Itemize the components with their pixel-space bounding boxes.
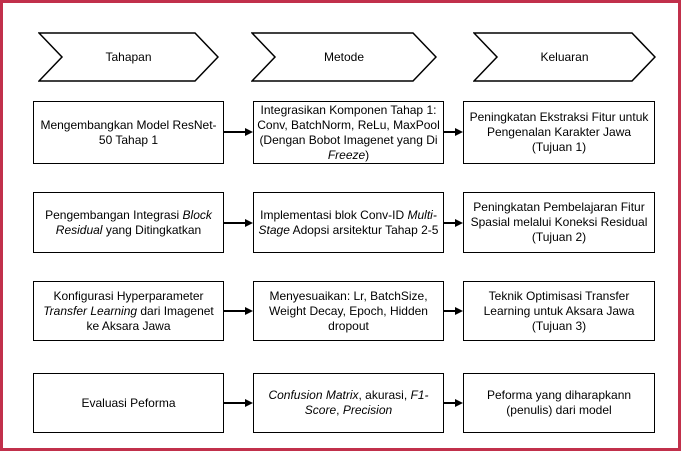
chevron-banner-icon xyxy=(473,32,656,82)
box-r4-keluaran: Peforma yang diharapkann (penulis) dari … xyxy=(463,373,655,433)
header-label-tahapan: Tahapan xyxy=(105,50,152,64)
chevron-banner-icon xyxy=(38,32,219,82)
arrow-r3-tahapan-to-metode xyxy=(224,306,253,316)
box-r4-tahapan: Evaluasi Peforma xyxy=(33,373,224,433)
chevron-banner-icon xyxy=(251,32,437,82)
arrow-r2-metode-to-keluaran xyxy=(444,218,463,228)
header-chevron-tahapan: Tahapan xyxy=(38,32,219,82)
arrow-r4-tahapan-to-metode xyxy=(224,398,253,408)
arrow-r3-metode-to-keluaran xyxy=(444,306,463,316)
arrow-r1-tahapan-to-metode xyxy=(224,127,253,137)
box-r1-tahapan: Mengembangkan Model ResNet-50 Tahap 1 xyxy=(33,101,224,164)
box-r3-keluaran: Teknik Optimisasi Transfer Learning untu… xyxy=(463,281,655,341)
box-r4-metode: Confusion Matrix, akurasi, F1-Score, Pre… xyxy=(253,373,444,433)
box-r3-tahapan: Konfigurasi Hyperparameter Transfer Lear… xyxy=(33,281,224,341)
box-r2-tahapan: Pengembangan Integrasi Block Residual ya… xyxy=(33,192,224,253)
box-r2-keluaran: Peningkatan Pembelajaran Fitur Spasial m… xyxy=(463,192,655,253)
arrow-r1-metode-to-keluaran xyxy=(444,127,463,137)
box-r3-metode: Menyesuaikan: Lr, BatchSize, Weight Deca… xyxy=(253,281,444,341)
box-r2-metode: Implementasi blok Conv-ID Multi-Stage Ad… xyxy=(253,192,444,253)
header-label-metode: Metode xyxy=(323,50,365,64)
box-r1-metode: Integrasikan Komponen Tahap 1: Conv, Bat… xyxy=(253,101,444,164)
arrow-r2-tahapan-to-metode xyxy=(224,218,253,228)
header-label-keluaran: Keluaran xyxy=(540,50,589,64)
box-r1-keluaran: Peningkatan Ekstraksi Fitur untuk Pengen… xyxy=(463,101,655,164)
arrow-r4-metode-to-keluaran xyxy=(444,398,463,408)
header-chevron-keluaran: Keluaran xyxy=(473,32,656,82)
header-chevron-metode: Metode xyxy=(251,32,437,82)
